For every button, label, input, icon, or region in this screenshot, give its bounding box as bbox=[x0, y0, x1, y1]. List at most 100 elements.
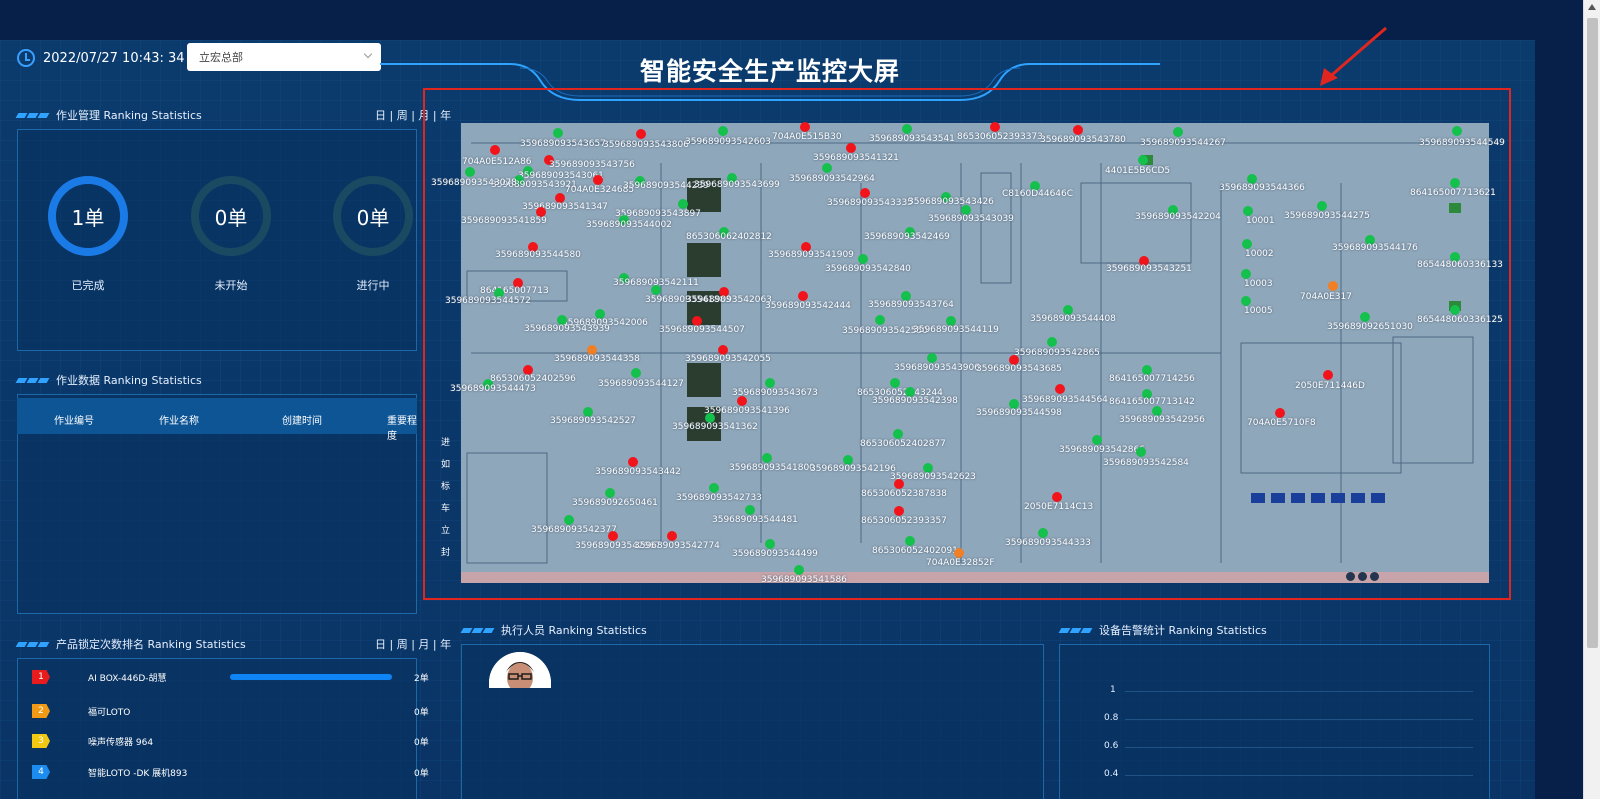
device-marker[interactable] bbox=[619, 215, 629, 225]
device-marker[interactable] bbox=[1063, 305, 1073, 315]
device-marker[interactable] bbox=[514, 175, 524, 185]
device-marker[interactable] bbox=[583, 407, 593, 417]
device-marker[interactable] bbox=[1092, 435, 1102, 445]
device-marker[interactable] bbox=[557, 315, 567, 325]
device-marker[interactable] bbox=[513, 278, 523, 288]
device-marker[interactable] bbox=[858, 254, 868, 264]
device-marker[interactable] bbox=[822, 163, 832, 173]
device-marker[interactable] bbox=[1450, 178, 1460, 188]
device-marker[interactable] bbox=[718, 126, 728, 136]
device-marker[interactable] bbox=[635, 176, 645, 186]
device-marker[interactable] bbox=[902, 124, 912, 134]
device-marker[interactable] bbox=[745, 505, 755, 515]
device-marker[interactable] bbox=[905, 227, 915, 237]
device-marker[interactable] bbox=[901, 291, 911, 301]
device-marker[interactable] bbox=[1452, 126, 1462, 136]
device-marker[interactable] bbox=[1139, 256, 1149, 266]
device-marker[interactable] bbox=[1138, 155, 1148, 165]
device-marker[interactable] bbox=[1038, 528, 1048, 538]
device-marker[interactable] bbox=[709, 483, 719, 493]
device-marker[interactable] bbox=[678, 199, 688, 209]
device-marker[interactable] bbox=[1030, 181, 1040, 191]
device-marker[interactable] bbox=[719, 227, 729, 237]
org-select[interactable]: 立宏总部 bbox=[187, 43, 381, 71]
device-marker[interactable] bbox=[494, 288, 504, 298]
device-marker[interactable] bbox=[1275, 408, 1285, 418]
device-marker[interactable] bbox=[1142, 365, 1152, 375]
device-marker[interactable] bbox=[1152, 406, 1162, 416]
device-marker[interactable] bbox=[890, 378, 900, 388]
device-marker[interactable] bbox=[1173, 127, 1183, 137]
device-marker[interactable] bbox=[528, 242, 538, 252]
device-marker[interactable] bbox=[465, 167, 475, 177]
device-marker[interactable] bbox=[800, 122, 810, 132]
device-marker[interactable] bbox=[705, 413, 715, 423]
scroll-up-icon[interactable] bbox=[1588, 4, 1596, 10]
device-marker[interactable] bbox=[1009, 399, 1019, 409]
device-marker[interactable] bbox=[636, 129, 646, 139]
device-marker[interactable] bbox=[1450, 252, 1460, 262]
device-marker[interactable] bbox=[1328, 281, 1338, 291]
device-marker[interactable] bbox=[718, 345, 728, 355]
device-marker[interactable] bbox=[990, 122, 1000, 132]
device-marker[interactable] bbox=[1450, 305, 1460, 315]
device-marker[interactable] bbox=[555, 193, 565, 203]
device-marker[interactable] bbox=[631, 368, 641, 378]
device-marker[interactable] bbox=[765, 378, 775, 388]
device-marker[interactable] bbox=[628, 457, 638, 467]
device-marker[interactable] bbox=[1073, 125, 1083, 135]
device-marker[interactable] bbox=[1247, 174, 1257, 184]
device-marker[interactable] bbox=[946, 316, 956, 326]
device-marker[interactable] bbox=[1241, 269, 1251, 279]
device-marker[interactable] bbox=[667, 531, 677, 541]
device-marker[interactable] bbox=[923, 463, 933, 473]
device-marker[interactable] bbox=[894, 479, 904, 489]
device-marker[interactable] bbox=[894, 506, 904, 516]
device-marker[interactable] bbox=[490, 145, 500, 155]
device-marker[interactable] bbox=[1136, 447, 1146, 457]
device-marker[interactable] bbox=[1365, 235, 1375, 245]
device-marker[interactable] bbox=[1323, 370, 1333, 380]
device-marker[interactable] bbox=[1052, 492, 1062, 502]
device-marker[interactable] bbox=[692, 316, 702, 326]
device-marker[interactable] bbox=[1317, 201, 1327, 211]
device-marker[interactable] bbox=[1360, 312, 1370, 322]
device-marker[interactable] bbox=[523, 365, 533, 375]
device-marker[interactable] bbox=[564, 515, 574, 525]
device-marker[interactable] bbox=[794, 565, 804, 575]
device-marker[interactable] bbox=[595, 309, 605, 319]
device-marker[interactable] bbox=[905, 536, 915, 546]
device-marker[interactable] bbox=[801, 242, 811, 252]
device-marker[interactable] bbox=[553, 128, 563, 138]
device-marker[interactable] bbox=[1055, 384, 1065, 394]
device-marker[interactable] bbox=[798, 291, 808, 301]
device-marker[interactable] bbox=[1009, 355, 1019, 365]
device-marker[interactable] bbox=[544, 155, 554, 165]
device-marker[interactable] bbox=[605, 488, 615, 498]
device-marker[interactable] bbox=[843, 455, 853, 465]
device-marker[interactable] bbox=[765, 539, 775, 549]
job-mgmt-period-tabs[interactable]: 日 | 周 | 月 | 年 bbox=[375, 109, 452, 122]
device-marker[interactable] bbox=[762, 453, 772, 463]
device-marker[interactable] bbox=[941, 192, 951, 202]
device-marker[interactable] bbox=[927, 353, 937, 363]
device-marker[interactable] bbox=[651, 285, 661, 295]
device-marker[interactable] bbox=[727, 173, 737, 183]
device-marker[interactable] bbox=[954, 548, 964, 558]
device-marker[interactable] bbox=[619, 273, 629, 283]
device-marker[interactable] bbox=[737, 396, 747, 406]
device-marker[interactable] bbox=[905, 387, 915, 397]
device-marker[interactable] bbox=[1241, 296, 1251, 306]
device-marker[interactable] bbox=[719, 287, 729, 297]
device-marker[interactable] bbox=[893, 429, 903, 439]
device-marker[interactable] bbox=[860, 188, 870, 198]
device-marker[interactable] bbox=[1242, 239, 1252, 249]
page-scrollbar[interactable] bbox=[1583, 0, 1600, 799]
product-lock-period-tabs[interactable]: 日 | 周 | 月 | 年 bbox=[375, 638, 452, 651]
device-marker[interactable] bbox=[1168, 205, 1178, 215]
device-marker[interactable] bbox=[483, 379, 493, 389]
device-marker[interactable] bbox=[875, 315, 885, 325]
device-marker[interactable] bbox=[608, 531, 618, 541]
device-marker[interactable] bbox=[523, 166, 533, 176]
device-marker[interactable] bbox=[536, 207, 546, 217]
